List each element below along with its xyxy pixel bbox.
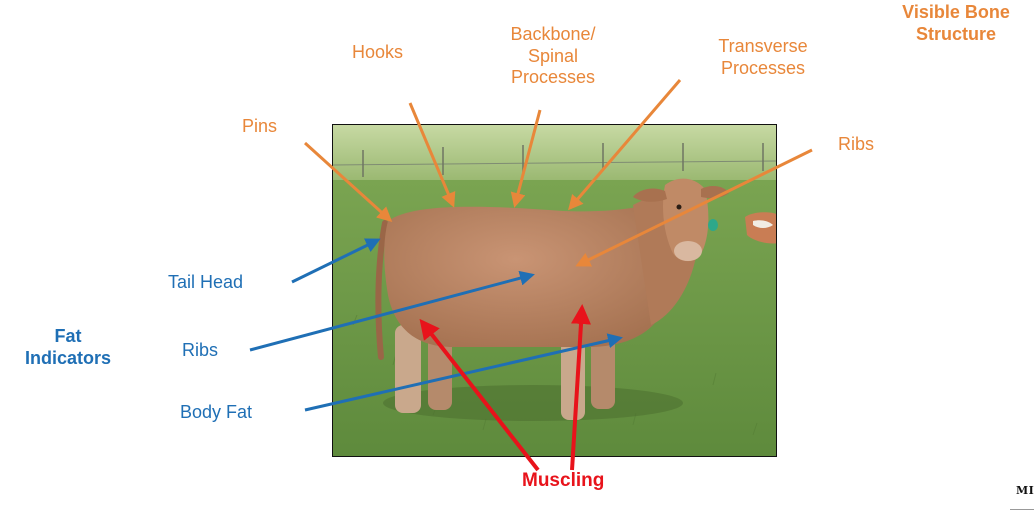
ribs-bone-arrow: [578, 150, 812, 265]
pins-arrow: [305, 143, 390, 220]
tail-head-arrow: [292, 240, 378, 282]
ribs-fat-label: Ribs: [182, 340, 218, 362]
backbone-label: Backbone/ Spinal Processes: [492, 24, 614, 89]
muscling-label: Muscling: [522, 470, 604, 493]
fat-indicators-line1: Fat: [8, 326, 128, 348]
hooks-arrow: [410, 103, 453, 205]
backbone-label-line3: Processes: [492, 67, 614, 89]
transverse-label-line1: Transverse: [702, 36, 824, 58]
transverse-label-line2: Processes: [702, 58, 824, 80]
logo-underline: [1010, 509, 1034, 510]
transverse-label: Transverse Processes: [702, 36, 824, 79]
visible-bone-structure-title: Visible Bone Structure: [884, 2, 1028, 45]
tail-head-label: Tail Head: [168, 272, 243, 294]
body-fat-label: Body Fat: [180, 402, 252, 424]
ribs-fat-arrow: [250, 275, 532, 350]
visible-bone-structure-line2: Structure: [884, 24, 1028, 46]
backbone-label-line1: Backbone/: [492, 24, 614, 46]
backbone-arrow: [515, 110, 540, 205]
logo: MI: [1016, 484, 1034, 497]
backbone-label-line2: Spinal: [492, 46, 614, 68]
transverse-arrow: [570, 80, 680, 208]
visible-bone-structure-line1: Visible Bone: [884, 2, 1028, 24]
fat-indicators-title: Fat Indicators: [8, 326, 128, 369]
muscling-arrow-right: [572, 308, 582, 470]
muscling-arrow-left: [422, 322, 538, 470]
fat-indicators-line2: Indicators: [8, 348, 128, 370]
pins-label: Pins: [242, 116, 277, 138]
ribs-bone-label: Ribs: [838, 134, 874, 156]
hooks-label: Hooks: [352, 42, 403, 64]
